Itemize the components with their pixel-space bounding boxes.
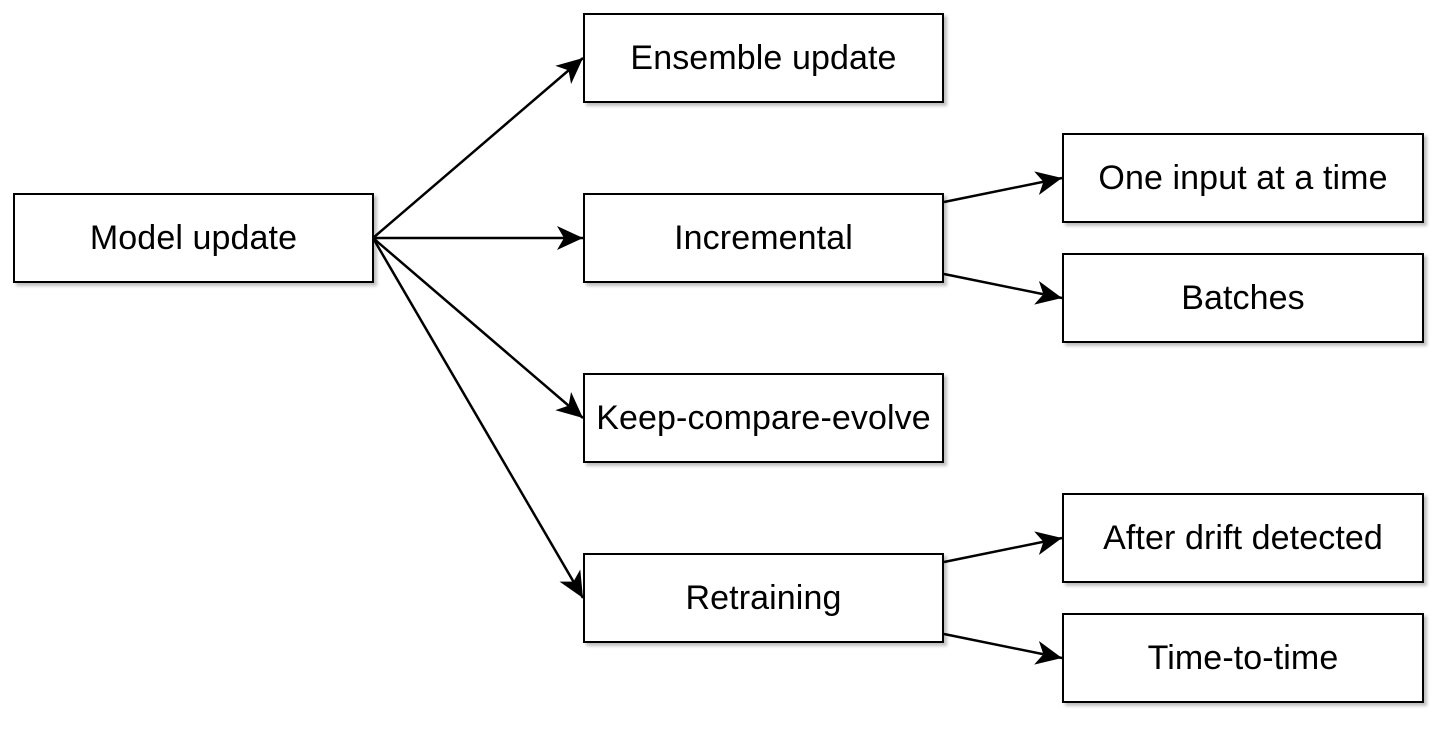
node-label: Incremental bbox=[674, 218, 853, 257]
node-time-to-time: Time-to-time bbox=[1062, 613, 1424, 703]
node-one-input-at-a-time: One input at a time bbox=[1062, 133, 1424, 223]
node-ensemble-update: Ensemble update bbox=[583, 13, 944, 103]
edge-root-to-ensemble bbox=[372, 57, 584, 239]
node-batches: Batches bbox=[1062, 253, 1424, 343]
edge-retraining-to-time-to-time bbox=[943, 632, 1063, 665]
edge-incremental-to-one-input bbox=[943, 171, 1063, 204]
node-model-update: Model update bbox=[13, 193, 374, 283]
node-label: Model update bbox=[89, 218, 298, 257]
node-label: Batches bbox=[1181, 278, 1305, 317]
node-label: Keep-compare-evolve bbox=[596, 398, 931, 437]
edge-incremental-to-batches bbox=[943, 272, 1063, 305]
node-incremental: Incremental bbox=[583, 193, 944, 283]
node-keep-compare-evolve: Keep-compare-evolve bbox=[583, 373, 944, 463]
node-label: Time-to-time bbox=[1147, 638, 1339, 677]
node-retraining: Retraining bbox=[583, 553, 944, 643]
node-label: Ensemble update bbox=[630, 38, 897, 77]
edge-root-to-keep-compare-evolve bbox=[372, 237, 584, 419]
node-label: One input at a time bbox=[1098, 158, 1388, 197]
node-label: After drift detected bbox=[1103, 518, 1383, 557]
edge-retraining-to-after-drift bbox=[943, 531, 1063, 564]
node-label: Retraining bbox=[685, 578, 842, 617]
node-after-drift-detected: After drift detected bbox=[1062, 493, 1424, 583]
edge-root-to-retraining bbox=[371, 237, 585, 599]
